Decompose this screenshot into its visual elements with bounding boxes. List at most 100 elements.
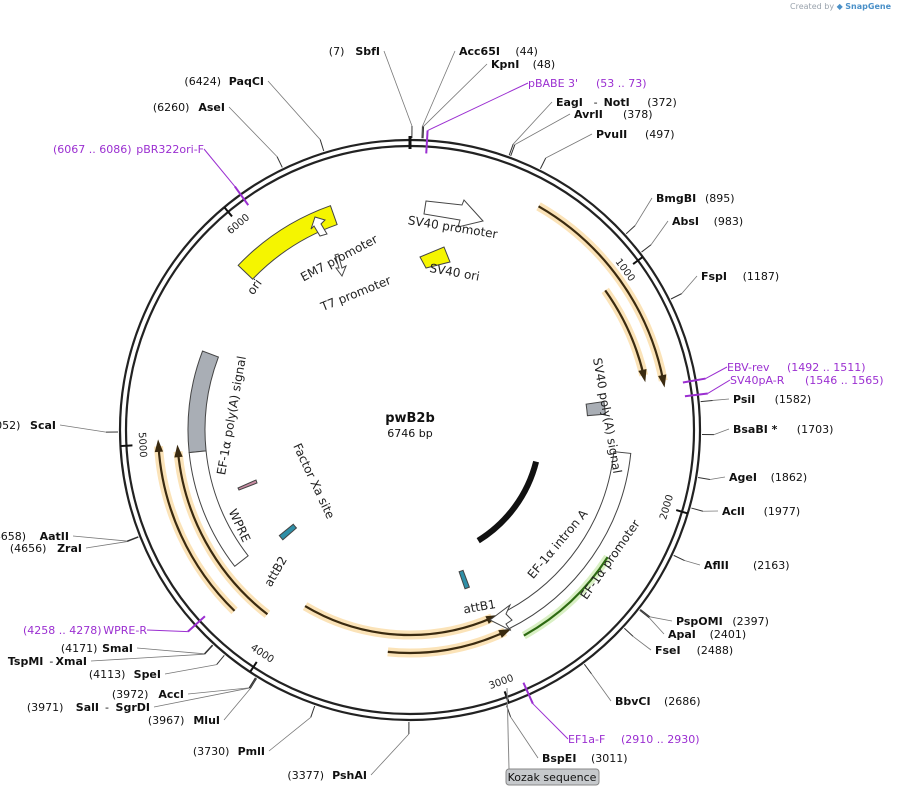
enzyme-name-7[interactable]: AbsI [672,215,699,228]
snapgene-logo-icon: ◆ [836,2,843,11]
feature-em7-promoter[interactable] [310,216,328,237]
enzyme-dash-25: - [49,655,53,668]
enzyme-pos-16: (2488) [697,644,734,657]
enzyme-name-10[interactable]: BsaBI * [733,423,778,436]
enzyme-name-18[interactable]: BspEI [542,752,576,765]
enzyme-name-23[interactable]: AccI [158,688,184,701]
kozak-box[interactable] [505,768,600,786]
enzyme-name-14[interactable]: PspOMI [676,615,723,628]
enzyme-pos-14: (2397) [732,615,769,628]
enzyme-leader-1 [422,50,456,127]
tick-2000 [675,509,689,515]
enzyme-name-31[interactable]: PaqCI [229,75,264,88]
orf-line-5[interactable] [157,446,236,612]
enzyme-name-13[interactable]: AflII [704,559,729,572]
feature-ef1a-polya[interactable] [187,350,220,454]
feature-label-ori: ori [244,276,264,297]
primer-mark-2[interactable] [684,392,708,398]
primer-mark-1[interactable] [682,377,706,384]
enzyme-name-5[interactable]: PvuII [596,128,627,141]
enzyme-name-6[interactable]: BmgBI [656,192,696,205]
enzyme-name-first-22[interactable]: SalI [76,701,99,714]
feature-ef1a-intron[interactable] [476,460,540,544]
primer-mark-0[interactable] [425,130,429,154]
enzyme-site-20 [310,705,316,718]
orf-line-2[interactable] [387,630,506,655]
enzyme-leader-15 [648,617,665,635]
orf-line-1[interactable] [604,289,645,376]
tick-label-2000: 2000 [658,494,676,522]
primer-mark-3[interactable] [522,682,534,705]
enzyme-name-16[interactable]: FseI [655,644,681,657]
enzyme-pos-15: (2401) [710,628,747,641]
enzyme-name-11[interactable]: AgeI [729,471,757,484]
enzyme-name-first-25[interactable]: TspMI [8,655,44,668]
feature-sv40-polya[interactable] [585,400,606,417]
enzyme-name-24[interactable]: SpeI [134,668,161,681]
enzyme-name-22[interactable]: SgrDI [116,701,150,714]
feature-attb1[interactable] [458,569,471,590]
enzyme-site-3 [508,143,514,156]
enzyme-name-9[interactable]: PsiI [733,393,755,406]
enzyme-site-9 [700,399,713,403]
enzyme-name-27[interactable]: ZraI [57,542,82,555]
enzyme-name-0[interactable]: SbfI [355,45,380,58]
enzyme-dash-22: - [105,701,109,714]
feature-label-ef1a-polya: EF-1α poly(A) signal [214,355,249,476]
enzyme-name-25[interactable]: XmaI [56,655,87,668]
enzyme-site-16 [624,627,634,637]
enzyme-name-8[interactable]: FspI [701,270,727,283]
primer-range-1: (1492 .. 1511) [787,361,866,374]
feature-label-t7-promoter: T7 promoter [318,273,393,314]
enzyme-site-13 [673,554,685,561]
enzyme-name-4[interactable]: AvrII [574,108,603,121]
enzyme-leader-5 [545,133,593,159]
enzyme-site-21 [249,678,257,689]
kozak-label: Kozak sequence [508,771,597,784]
enzyme-site-5 [539,157,547,169]
enzyme-pos-0: (7) [329,45,345,58]
enzyme-name-3[interactable]: EagI [556,96,583,109]
orf-line-0[interactable] [538,205,665,381]
orf-line-4[interactable] [176,451,269,616]
enzyme-leader-10 [713,428,730,436]
primer-mark-4[interactable] [187,615,206,633]
feature-t7-promoter[interactable] [334,253,347,278]
feature-sv40-promoter[interactable] [423,199,484,228]
enzyme-name-21[interactable]: MluI [193,714,220,727]
enzyme-name2-3[interactable]: NotI [604,96,630,109]
enzyme-leader-7 [650,220,669,245]
enzyme-name-15[interactable]: ApaI [668,628,696,641]
feature-sv40-ori[interactable] [419,246,451,269]
enzyme-leader-21 [223,688,251,721]
enzyme-leader-26 [136,647,205,655]
enzyme-name-20[interactable]: PmlI [238,745,265,758]
primer-mark-5[interactable] [234,185,250,206]
enzyme-name-1[interactable]: Acc65I [459,45,500,58]
enzyme-name-12[interactable]: AclI [722,505,745,518]
enzyme-name-17[interactable]: BbvCI [615,695,651,708]
enzyme-leader-9 [712,398,730,401]
enzyme-name-30[interactable]: AseI [198,101,225,114]
orf-head-0 [658,374,667,388]
feature-attb2[interactable] [278,523,298,541]
orf-glow-0 [536,202,668,382]
enzyme-pos-20: (3730) [193,745,230,758]
enzyme-pos-22: (3971) [27,701,64,714]
enzyme-name-28[interactable]: AatII [40,530,69,543]
enzyme-pos-27: (4656) [10,542,47,555]
enzyme-leader-24 [164,664,217,675]
feature-factor-xa[interactable] [237,479,258,491]
translated-line[interactable] [523,556,609,637]
kozak-leader [506,687,510,770]
enzyme-name-29[interactable]: ScaI [30,419,56,432]
enzyme-name-2[interactable]: KpnI [491,58,519,71]
feature-wpre[interactable] [188,450,249,567]
enzyme-leader-29 [59,424,107,433]
enzyme-pos-7: (983) [714,215,744,228]
enzyme-pos-9: (1582) [775,393,812,406]
orf-line-3[interactable] [304,605,493,637]
enzyme-name-26[interactable]: SmaI [102,642,133,655]
tick-label-6000: 6000 [225,212,252,237]
enzyme-name-19[interactable]: PshAI [332,769,367,782]
